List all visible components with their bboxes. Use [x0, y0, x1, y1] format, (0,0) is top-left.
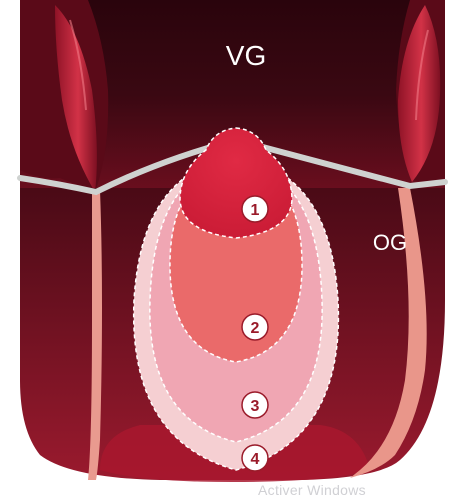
zone-2-marker: 2	[242, 314, 268, 340]
zone-2-number: 2	[251, 320, 260, 337]
zone-4-marker: 4	[242, 445, 268, 471]
label-og: OG	[373, 230, 407, 255]
activation-watermark: Activer Windows	[258, 482, 366, 498]
label-vg: VG	[226, 40, 266, 71]
zone-1-number: 1	[251, 202, 260, 219]
zone-4-number: 4	[251, 451, 260, 468]
zone-1-marker: 1	[242, 196, 268, 222]
zone-3-marker: 3	[242, 392, 268, 418]
zone-3-number: 3	[251, 398, 260, 415]
